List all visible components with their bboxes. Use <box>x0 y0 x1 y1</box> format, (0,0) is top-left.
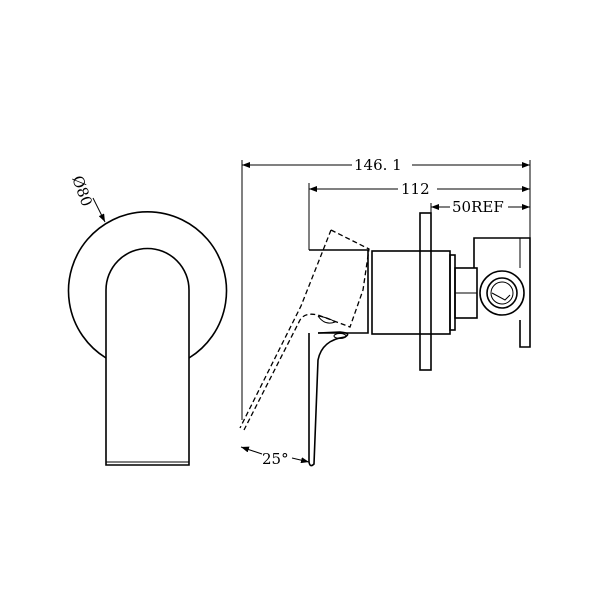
front-view: Ø80 <box>67 173 228 466</box>
side-view: 146. 1 112 50REF 25° <box>239 156 531 468</box>
angle-dim-left <box>240 446 263 455</box>
valve-spindle <box>491 292 511 301</box>
body-cylinder <box>371 250 451 335</box>
body-length-label: 112 <box>401 180 430 198</box>
lever-angle-label: 25° <box>262 450 289 468</box>
lever-rotated-outline <box>243 229 370 431</box>
lever-joint <box>317 315 336 324</box>
valve-outer <box>479 270 525 316</box>
ref-length-label: 50REF <box>452 198 504 216</box>
lever-rotated-outline-2 <box>239 229 332 429</box>
lever-screw <box>333 333 347 339</box>
valve-middle <box>486 277 518 309</box>
lever-front-outline <box>105 247 190 466</box>
lever-side <box>308 331 349 467</box>
overall-length-label: 146. 1 <box>354 156 402 174</box>
cover-plate-circle <box>67 210 228 359</box>
diameter-leader <box>92 197 106 223</box>
mounting-bracket <box>473 237 531 348</box>
valve-inner <box>490 281 514 305</box>
cover-plate <box>419 212 432 371</box>
angle-dim-right <box>291 457 310 464</box>
diameter-label: Ø80 <box>68 173 96 209</box>
